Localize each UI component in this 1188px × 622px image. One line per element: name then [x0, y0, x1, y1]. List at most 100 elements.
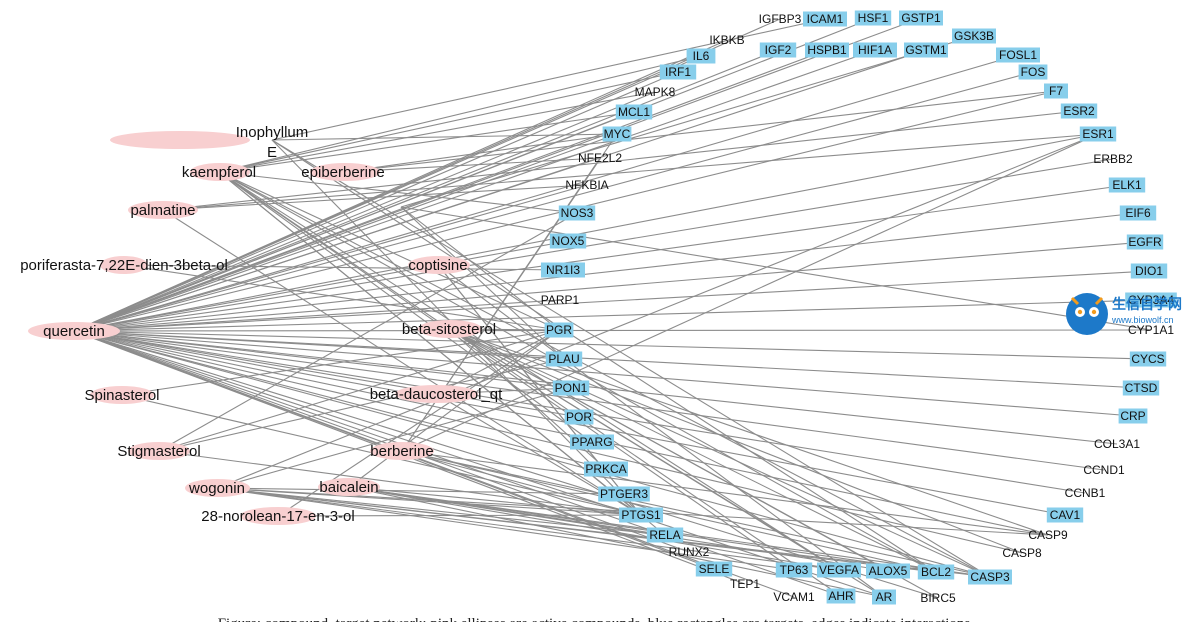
target-box: [1108, 177, 1146, 193]
target-box: [1130, 263, 1168, 279]
edge-berberine-ESR1: [401, 133, 1099, 452]
watermark-url: www.biowolf.cn: [1111, 315, 1174, 325]
target-label: IGF2: [765, 43, 792, 57]
edge-kaempferol-MAPK8: [218, 91, 656, 173]
compound-ellipse: [240, 507, 316, 525]
edge-quercetin-FOSL1: [73, 54, 1019, 332]
compound-label: wogonin: [188, 480, 245, 497]
target-box: [775, 562, 813, 578]
edge-berberine-PTGS1: [401, 450, 642, 516]
edge-wogonin-TP63: [216, 487, 795, 571]
edge-sitosterol-BIRC5: [448, 328, 939, 599]
target-label: NOS3: [561, 206, 594, 220]
edge-layer: [73, 17, 1152, 599]
edge-baicalein-BCL2: [348, 486, 937, 573]
target-label: FOS: [1021, 65, 1046, 79]
target-node-rela: RELA: [646, 527, 684, 543]
target-box: [968, 569, 1012, 585]
target-label: CTSD: [1125, 381, 1158, 395]
target-box: [1119, 205, 1157, 221]
target-node-plau: PLAU: [545, 351, 583, 367]
target-node-myc: MYC: [602, 126, 632, 142]
compound-node-wogonin: wogonin: [185, 479, 250, 497]
target-node-hsf1: HSF1: [854, 10, 892, 26]
target-label: SELE: [699, 562, 730, 576]
compound-label: poriferasta-7,22E-dien-3beta-ol: [20, 257, 228, 274]
edge-quercetin-CYP1A1: [73, 329, 1152, 332]
edge-quercetin-NFE2L2: [73, 157, 601, 332]
target-box: [659, 64, 697, 80]
target-node-tep1: TEP1: [730, 577, 760, 591]
target-box: [686, 48, 716, 64]
target-node-il6: IL6: [686, 48, 716, 64]
edge-quercetin-AR: [73, 330, 885, 598]
compound-ellipse: [185, 479, 250, 497]
compound-node-kaempferol: kaempferol: [182, 163, 256, 181]
target-label: ICAM1: [807, 12, 844, 26]
target-label: HSPB1: [807, 43, 847, 57]
target-label: BIRC5: [920, 591, 956, 605]
target-label: EGFR: [1128, 235, 1162, 249]
figure-caption: Figure: compound–target network; pink el…: [218, 616, 971, 622]
edge-quercetin-PARP1: [73, 299, 561, 332]
target-node-cav1: CAV1: [1046, 507, 1084, 523]
target-box: [615, 104, 653, 120]
edge-baicalein-PGR: [348, 329, 560, 488]
target-label: MCL1: [618, 105, 650, 119]
target-node-ikbkb: IKBKB: [709, 33, 744, 47]
target-node-casp9: CASP9: [1028, 528, 1068, 542]
target-label: GSTP1: [901, 11, 941, 25]
compound-ellipse: [310, 163, 380, 181]
target-label: NOX5: [552, 234, 585, 248]
target-node-fos: FOS: [1018, 64, 1048, 80]
edge-quercetin-ESR1: [73, 133, 1099, 332]
target-label: AR: [876, 590, 893, 604]
target-label: PGR: [546, 323, 572, 337]
target-node-gsk3b: GSK3B: [952, 28, 996, 44]
compound-node-epiberberine: epiberberine: [301, 163, 385, 181]
edge-quercetin-MYC: [73, 133, 618, 332]
edge-kaempferol-TP63: [218, 171, 795, 571]
target-label: FOSL1: [999, 48, 1037, 62]
target-label: CYP3A4: [1128, 293, 1174, 307]
compound-label: palmatine: [130, 202, 195, 219]
target-label: VCAM1: [773, 590, 815, 604]
target-node-hspb1: HSPB1: [805, 42, 849, 58]
edge-baicalein-VEGFA: [348, 486, 840, 571]
edge-quercetin-DIO1: [73, 270, 1150, 332]
target-label: MAPK8: [635, 85, 676, 99]
edge-epiberberine-F7: [342, 90, 1057, 173]
edge-baicalein-ALOX5: [348, 486, 889, 572]
target-label: CRP: [1120, 409, 1145, 423]
target-label: CASP8: [1002, 546, 1042, 560]
edge-quercetin-HSPB1: [73, 49, 828, 332]
compound-label: beta-daucosterol_qt: [370, 386, 503, 403]
target-label: BCL2: [921, 565, 951, 579]
target-node-gstm1: GSTM1: [904, 42, 948, 58]
target-box: [805, 42, 849, 58]
target-box: [803, 11, 847, 27]
watermark-title: 生信自学网: [1112, 296, 1182, 313]
target-node-crp: CRP: [1118, 408, 1148, 424]
target-node-esr2: ESR2: [1060, 103, 1098, 119]
edge-stigmasterol-PTGS1: [158, 450, 642, 516]
target-node-ccnb1: CCNB1: [1065, 486, 1106, 500]
target-node-casp3: CASP3: [968, 569, 1012, 585]
edge-baicalein-PTGS1: [348, 486, 642, 516]
target-label: CYP1A1: [1128, 323, 1174, 337]
target-box: [759, 42, 797, 58]
target-node-casp8: CASP8: [1002, 546, 1042, 560]
target-node-sele: SELE: [695, 561, 733, 577]
target-label: NFKBIA: [565, 178, 608, 192]
compound-node-palmatine: palmatine: [128, 201, 198, 219]
target-node-vcam1: VCAM1: [773, 590, 815, 604]
target-box: [1060, 103, 1098, 119]
target-node-nox5: NOX5: [549, 233, 587, 249]
compound-ellipse: [90, 386, 154, 404]
edge-palmatine-ESR2: [162, 110, 1080, 211]
target-label: ELK1: [1112, 178, 1142, 192]
target-label: IL6: [693, 49, 710, 63]
compound-node-spinasterol: Spinasterol: [84, 386, 160, 404]
